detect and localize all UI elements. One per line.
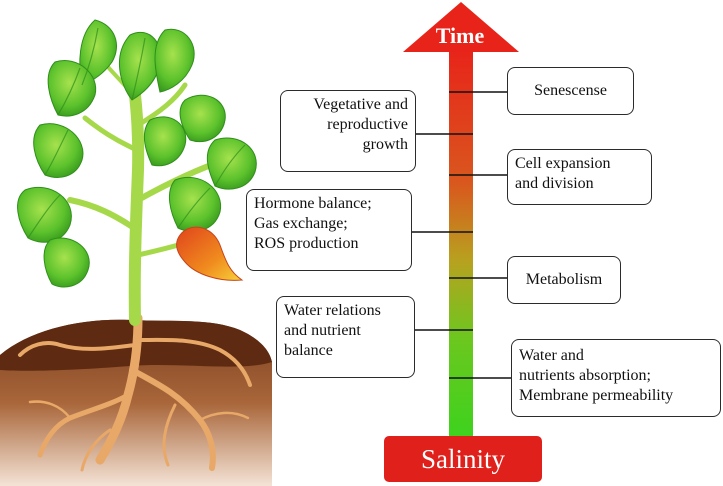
leaves [17, 19, 257, 288]
box-line: growth [362, 136, 408, 153]
falling-leaf [176, 226, 244, 281]
box-line: Water relations [284, 302, 381, 319]
box-water-relations: Water relations and nutrient balance [276, 296, 415, 378]
box-line: Hormone balance; [254, 195, 372, 212]
box-line: and nutrient [284, 322, 361, 339]
box-line: Metabolism [525, 271, 603, 288]
box-cell-expansion: Cell expansion and division [507, 149, 652, 205]
box-line: Membrane permeability [519, 387, 674, 404]
box-line: Senescense [534, 82, 607, 99]
box-metabolism: Metabolism [507, 256, 621, 304]
box-vegetative-growth: Vegetative and reproductive growth [280, 90, 416, 172]
box-line: reproductive [327, 116, 408, 133]
time-label: Time [435, 23, 485, 48]
box-line: Vegetative and [313, 96, 408, 113]
box-line: nutrients absorption; [519, 367, 651, 384]
leaf-veins [27, 27, 246, 239]
box-line: balance [284, 342, 333, 359]
box-senescence: Senescense [507, 67, 634, 115]
connector-lines [412, 91, 511, 379]
box-water-absorption: Water and nutrients absorption; Membrane… [511, 339, 721, 417]
box-line: Water and [519, 347, 584, 364]
box-line: Gas exchange; [254, 215, 348, 232]
time-arrow [403, 2, 519, 436]
box-line: ROS production [254, 235, 359, 252]
roots [18, 313, 252, 472]
box-hormone-balance: Hormone balance; Gas exchange; ROS produ… [246, 189, 412, 271]
box-line: Cell expansion [515, 155, 611, 172]
box-line: and division [515, 175, 594, 192]
salinity-label: Salinity [384, 436, 542, 482]
